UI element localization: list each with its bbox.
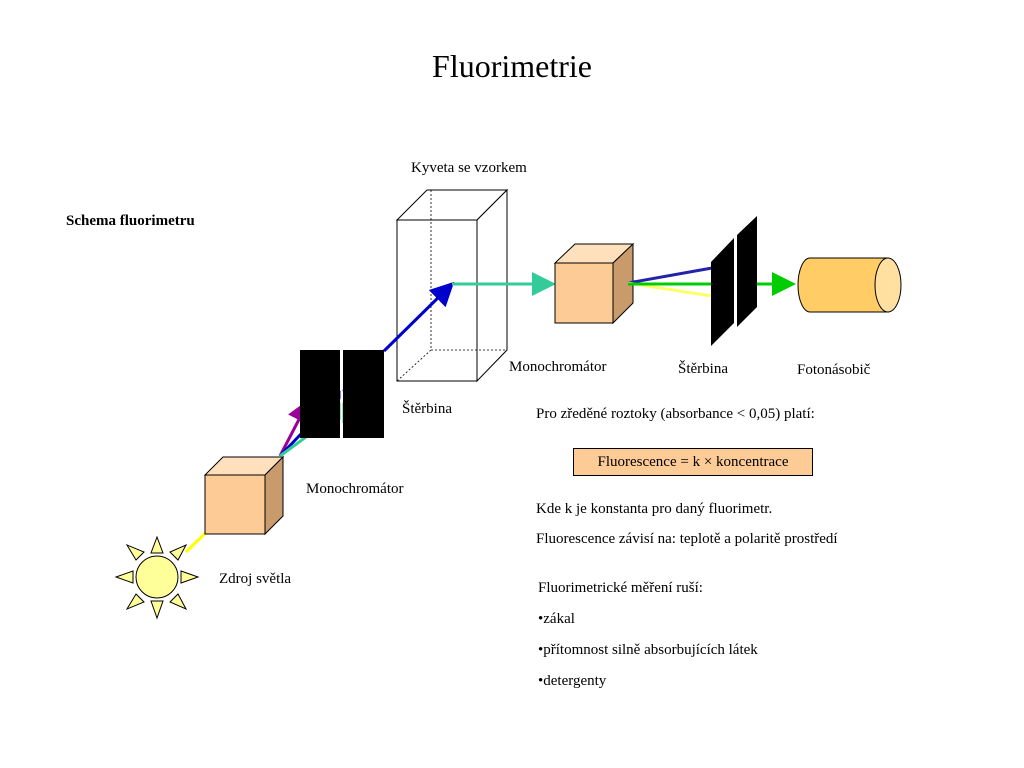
monochromator-left-label: Monochromátor <box>306 481 404 497</box>
formula-box: Fluorescence = k × koncentrace <box>573 448 813 476</box>
slit-icon <box>711 216 757 346</box>
dependence-note: Fluorescence závisí na: teplotě a polari… <box>536 531 838 547</box>
list-item: •přítomnost silně absorbujících látek <box>538 642 758 658</box>
slit-left-label: Štěrbina <box>402 401 452 417</box>
list-item: •detergenty <box>538 673 607 689</box>
sun-icon <box>114 535 200 620</box>
slit-icon <box>300 350 384 438</box>
slit-right-label: Štěrbina <box>678 361 728 377</box>
monochromator-right-label: Monochromátor <box>509 359 607 375</box>
k-constant-note: Kde k je konstanta pro daný fluorimetr. <box>536 501 773 517</box>
dilute-intro: Pro zředěné roztoky (absorbance < 0,05) … <box>536 406 815 422</box>
monochromator-box <box>203 455 285 536</box>
monochromator-box <box>553 242 635 325</box>
photomultiplier-label: Fotonásobič <box>797 362 871 378</box>
photomultiplier-icon <box>797 257 902 313</box>
light-source-label: Zdroj světla <box>219 571 292 587</box>
cuvette-label: Kyveta se vzorkem <box>411 160 527 176</box>
page-title: Fluorimetrie <box>432 48 592 84</box>
beam-blue-out <box>627 266 713 285</box>
list-item: •zákal <box>538 611 575 627</box>
schema-heading: Schema fluorimetru <box>66 213 195 229</box>
beam-excitation <box>382 281 455 353</box>
interference-heading: Fluorimetrické měření ruší: <box>538 580 703 596</box>
